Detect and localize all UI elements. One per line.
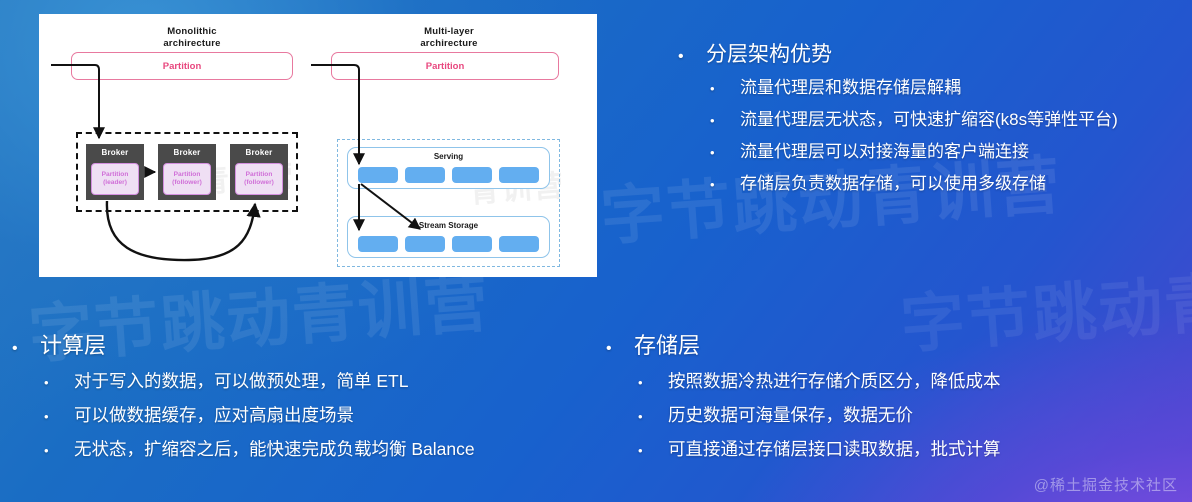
top-right-bullets: • 分层架构优势 • 流量代理层和数据存储层解耦 • 流量代理层无状态，可快速扩… [678, 40, 1118, 200]
monolithic-broker-group [76, 132, 298, 212]
bullet-text: 无状态，扩缩容之后，能快速完成负载均衡 Balance [74, 439, 475, 459]
multilayer-partition-box: Partition [331, 52, 559, 80]
bullet-text: 流量代理层可以对接海量的客户端连接 [740, 142, 1029, 161]
bullet-dot-icon: • [710, 113, 715, 128]
storage-node [452, 236, 492, 252]
bullet-text: 历史数据可海量保存，数据无价 [668, 405, 913, 425]
bullet-text: 存储层负责数据存储，可以使用多级存储 [740, 174, 1046, 193]
bullet-item: • 历史数据可海量保存，数据无价 [638, 399, 1001, 433]
multilayer-layer-group [337, 139, 560, 267]
bullet-dot-icon: • [44, 443, 49, 458]
stream-storage-layer-label: Stream Storage [418, 221, 479, 230]
bullet-text: 可以做数据缓存，应对高扇出度场景 [74, 405, 354, 425]
bullet-heading: • 计算层 [12, 330, 475, 365]
bullet-item: • 存储层负责数据存储，可以使用多级存储 [710, 168, 1118, 200]
bullet-item: • 无状态，扩缩容之后，能快速完成负载均衡 Balance [44, 433, 475, 467]
serving-layer-box: Serving [347, 147, 550, 189]
bullet-dot-icon: • [638, 443, 643, 458]
community-credit: @稀土掘金技术社区 [1033, 477, 1178, 494]
bullet-item: • 流量代理层和数据存储层解耦 [710, 72, 1118, 104]
bullet-dot-icon: • [710, 81, 715, 96]
storage-node [358, 236, 398, 252]
bullet-text: 流量代理层无状态，可快速扩缩容(k8s等弹性平台) [740, 110, 1118, 129]
broker-node: Broker Partition (follower) [158, 144, 216, 200]
multilayer-title: Multi-layer archirecture [420, 26, 478, 49]
bullet-text: 计算层 [40, 333, 107, 358]
stream-storage-layer-box: Stream Storage [347, 216, 550, 258]
bullet-dot-icon: • [638, 375, 643, 390]
bullet-heading: • 分层架构优势 [678, 40, 1118, 72]
storage-node [499, 236, 539, 252]
broker-partition: Partition (follower) [235, 163, 283, 195]
bottom-right-bullets: • 存储层 • 按照数据冷热进行存储介质区分，降低成本 • 历史数据可海量保存，… [606, 330, 1001, 467]
broker-node: Broker Partition (follower) [230, 144, 288, 200]
bullet-dot-icon: • [44, 375, 49, 390]
architecture-diagram-panel: 青训营 青训营 Monolithic archirecture Partitio… [39, 14, 597, 277]
bullet-item: • 可直接通过存储层接口读取数据，批式计算 [638, 433, 1001, 467]
serving-node [405, 167, 445, 183]
bullet-text: 可直接通过存储层接口读取数据，批式计算 [668, 439, 1001, 459]
bullet-text: 存储层 [634, 333, 701, 358]
bullet-text: 分层架构优势 [706, 43, 832, 66]
bullet-item: • 流量代理层无状态，可快速扩缩容(k8s等弹性平台) [710, 104, 1118, 136]
serving-layer-label: Serving [433, 152, 464, 161]
storage-node [405, 236, 445, 252]
monolithic-title: Monolithic archirecture [163, 26, 221, 49]
broker-partition: Partition (leader) [91, 163, 139, 195]
serving-node [358, 167, 398, 183]
bullet-heading: • 存储层 [606, 330, 1001, 365]
diagram-connectors [51, 64, 421, 262]
broker-node: Broker Partition (leader) [86, 144, 144, 200]
serving-node [452, 167, 492, 183]
bullet-item: • 对于写入的数据，可以做预处理，简单 ETL [44, 365, 475, 399]
bullet-dot-icon: • [44, 409, 49, 424]
broker-partition: Partition (follower) [163, 163, 211, 195]
bullet-item: • 可以做数据缓存，应对高扇出度场景 [44, 399, 475, 433]
serving-node [499, 167, 539, 183]
bullet-dot-icon: • [678, 48, 684, 65]
bullet-text: 对于写入的数据，可以做预处理，简单 ETL [74, 371, 409, 391]
monolithic-partition-box: Partition [71, 52, 293, 80]
bullet-dot-icon: • [12, 340, 18, 357]
bullet-item: • 流量代理层可以对接海量的客户端连接 [710, 136, 1118, 168]
bullet-dot-icon: • [710, 177, 715, 192]
bullet-item: • 按照数据冷热进行存储介质区分，降低成本 [638, 365, 1001, 399]
bullet-dot-icon: • [638, 409, 643, 424]
bullet-text: 流量代理层和数据存储层解耦 [740, 78, 961, 97]
bullet-text: 按照数据冷热进行存储介质区分，降低成本 [668, 371, 1001, 391]
bullet-dot-icon: • [710, 145, 715, 160]
bullet-dot-icon: • [606, 340, 612, 357]
bottom-left-bullets: • 计算层 • 对于写入的数据，可以做预处理，简单 ETL • 可以做数据缓存，… [12, 330, 475, 467]
